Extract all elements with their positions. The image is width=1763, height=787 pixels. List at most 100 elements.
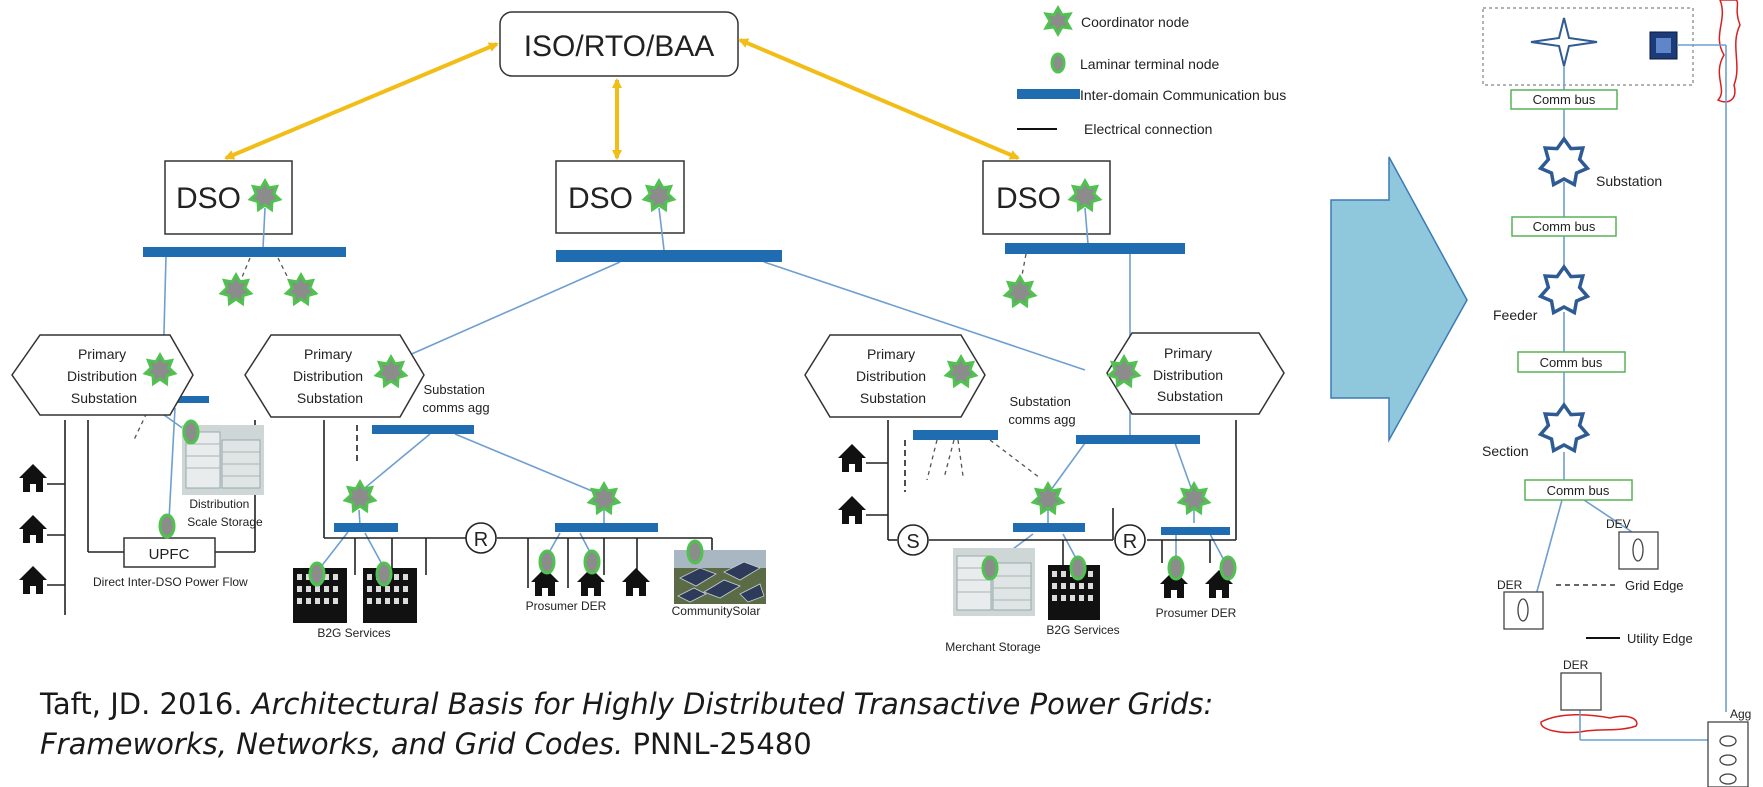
laminar-node (158, 513, 176, 539)
bus-comms-agg-right (913, 430, 998, 440)
feeder-label: Feeder (1493, 307, 1538, 323)
dev-box (1618, 531, 1659, 570)
citation-authors-year: Taft, JD. 2016. (40, 687, 252, 721)
switch-r-right: R (1114, 524, 1146, 556)
cloud-top-icon (1716, 0, 1741, 103)
coordinator-node-icon (218, 271, 254, 307)
section-label: Section (1482, 443, 1529, 459)
laminar-node (308, 561, 326, 587)
coordinator-node-icon (1030, 480, 1066, 516)
b2g-services-label-right: B2G Services (1046, 623, 1119, 637)
citation-title: Architectural Basis for Highly Distribut… (40, 687, 1214, 761)
laminar-node (538, 549, 556, 575)
laminar-node (182, 419, 200, 445)
legend-bus-icon (1017, 89, 1080, 99)
substation-right-a: Primary Distribution Substation (804, 334, 986, 418)
inter-dso-flow-label: Direct Inter-DSO Power Flow (93, 575, 248, 589)
coordinator-node-icon (586, 480, 622, 516)
coordinator-node-icon (943, 353, 979, 389)
svg-text:Comm bus: Comm bus (1533, 219, 1596, 234)
b2g-services-label-middle: B2G Services (317, 626, 390, 640)
svg-text:Primary Distribution: Primary Distribution Substation (856, 346, 930, 406)
bus-prosumer-middle (555, 523, 658, 532)
transform-arrow (1330, 156, 1468, 443)
iso-rto-baa-label: ISO/RTO/BAA (524, 30, 715, 63)
legend-coordinator-label: Coordinator node (1081, 14, 1189, 30)
house-icon (838, 496, 866, 524)
switch-r-middle: R (465, 522, 497, 554)
cloud-bottom-icon (1540, 713, 1638, 734)
house-icon (19, 464, 47, 492)
four-point-star-icon (1530, 17, 1598, 67)
comm-bus-1: Comm bus (1510, 89, 1618, 110)
comms-agg-label-right: Substation comms agg (1008, 394, 1075, 427)
utility-edge-label: Utility Edge (1627, 631, 1693, 646)
house-icon (19, 515, 47, 543)
laminar-node (981, 555, 999, 581)
laminar-node (583, 549, 601, 575)
comm-bus-4: Comm bus (1524, 479, 1633, 501)
comm-bus-2: Comm bus (1511, 216, 1617, 237)
svg-text:R: R (474, 529, 488, 551)
house-icon (838, 444, 866, 472)
coordinator-node-icon (1106, 353, 1142, 389)
prosumer-der-label-middle: Prosumer DER (526, 599, 607, 613)
comms-agg-label-middle: Substation comms agg (422, 382, 489, 415)
svg-text:Comm bus: Comm bus (1540, 355, 1603, 370)
outline-star-icon (1537, 402, 1591, 454)
substation-right-b: Primary Distribution Substation (1106, 332, 1285, 415)
coordinator-node-icon (142, 351, 178, 387)
dso-right-label: DSO (996, 182, 1061, 215)
svg-text:Comm bus: Comm bus (1547, 483, 1610, 498)
electrical-lines (47, 420, 1237, 615)
house-icon (19, 566, 47, 594)
comm-bus-3: Comm bus (1517, 351, 1626, 373)
coordinator-node-icon (342, 478, 378, 514)
laminar-node (1167, 555, 1185, 581)
iso-rto-baa-box (499, 11, 739, 77)
der-label-2: DER (1563, 658, 1589, 672)
dso-middle-label: DSO (568, 182, 633, 215)
coordinator-node-icon (373, 353, 409, 389)
coordinator-node-icon (247, 177, 283, 213)
coordinator-node-icon (641, 177, 677, 213)
substation-middle: Primary Distribution Substation (244, 334, 425, 418)
dso-left: DSO (164, 160, 293, 235)
top-dashed-frame (1482, 7, 1694, 86)
der-label-1: DER (1497, 578, 1523, 592)
laminar-node (1219, 555, 1237, 581)
coordinator-node-icon (283, 271, 319, 307)
outline-star-icon (1537, 264, 1591, 316)
svg-text:Primary Distribution: Primary Distribution Substation (1153, 345, 1227, 404)
bus-dso-right (1005, 243, 1185, 254)
legend: Coordinator node Laminar terminal node I… (1017, 4, 1286, 137)
bus-dso-left (143, 247, 346, 257)
coordinator-nodes (142, 177, 1212, 516)
bus-comms-agg-middle (372, 425, 474, 434)
prosumer-der-label-right: Prosumer DER (1156, 606, 1237, 620)
house-icon (531, 568, 559, 596)
legend-coordinator-icon (1043, 4, 1073, 38)
laminar-node (1069, 555, 1087, 581)
arrow-iso-dso-left (224, 42, 499, 160)
bus-merchant (1013, 523, 1085, 532)
house-icon (622, 568, 650, 596)
laminar-node (375, 561, 393, 587)
legend-laminar-label: Laminar terminal node (1080, 56, 1220, 72)
svg-text:R: R (1123, 531, 1137, 553)
outline-star-icon (1537, 136, 1591, 188)
substation-left: Primary Distribution Substation (11, 334, 194, 416)
dso-right: DSO (982, 160, 1111, 235)
dso-left-label: DSO (176, 182, 241, 215)
svg-text:S: S (906, 531, 919, 553)
svg-text:Primary Distribution: Primary Distribution Substation (293, 346, 367, 406)
upfc-label: UPFC (149, 546, 190, 563)
community-solar-label: CommunitySolar (672, 604, 761, 618)
merchant-storage-label: Merchant Storage (945, 640, 1041, 654)
citation: Taft, JD. 2016. Architectural Basis for … (40, 684, 1330, 764)
citation-report: PNNL-25480 (623, 727, 812, 761)
right-panel: Comm bus Comm bus Comm bus Comm bus Subs… (1482, 0, 1751, 787)
bus-b2g (334, 523, 398, 532)
bus-substation-right (1076, 435, 1200, 444)
legend-bus-label: Inter-domain Communication bus (1080, 87, 1286, 103)
